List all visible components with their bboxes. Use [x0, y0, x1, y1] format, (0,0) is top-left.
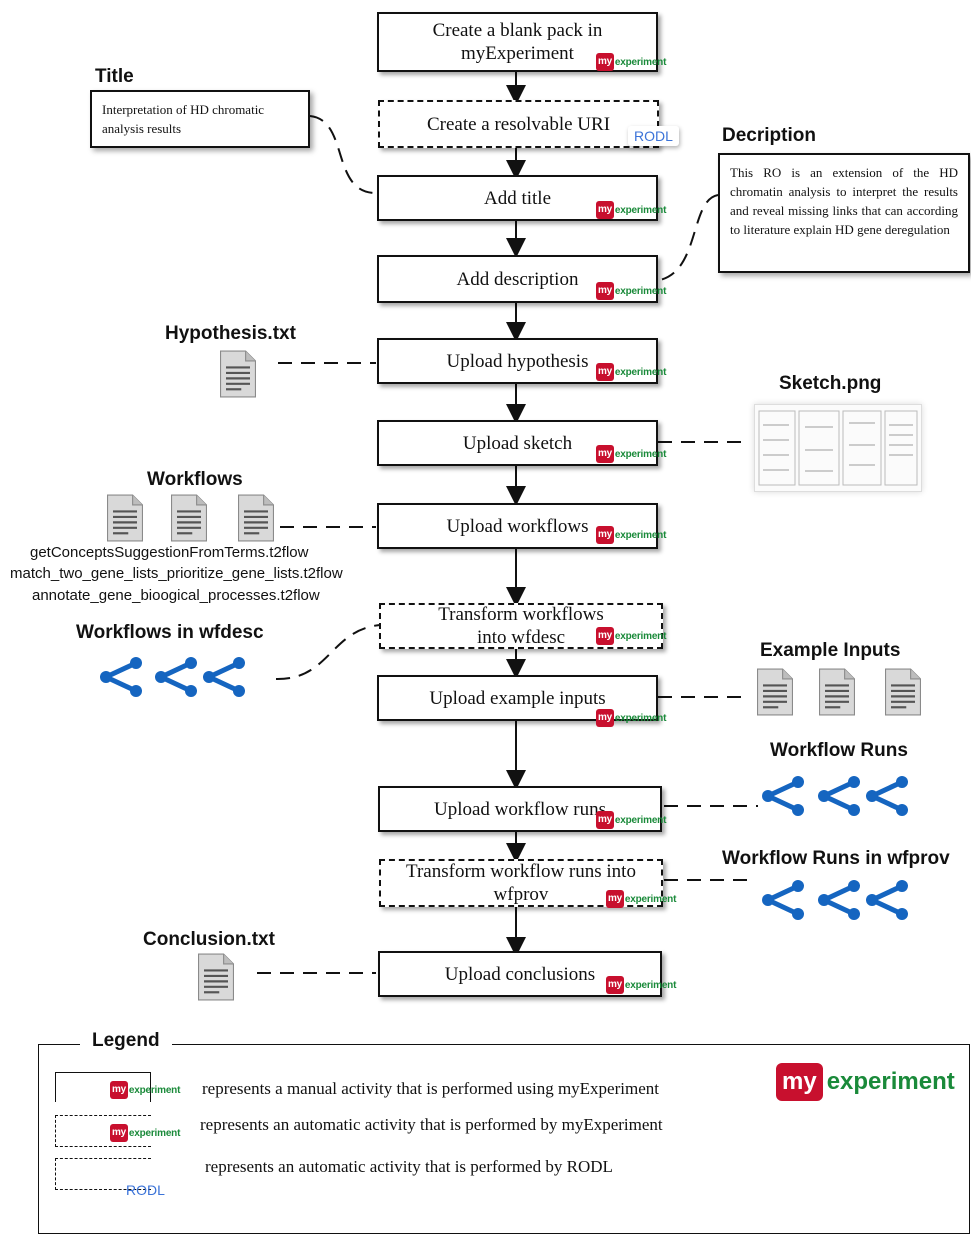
legend-item-auto-myexperiment: represents an automatic activity that is…: [200, 1115, 663, 1134]
workflows-label: Workflows: [147, 469, 243, 490]
workflow-file-name: annotate_gene_bioogical_processes.t2flow: [32, 587, 320, 604]
workflow-graph-icon: [203, 657, 245, 697]
legend-item-manual: represents a manual activity that is per…: [202, 1079, 659, 1098]
text-document-icon: [885, 668, 921, 716]
workflow-file-name: getConceptsSuggestionFromTerms.t2flow: [30, 544, 309, 561]
description-heading: Decription: [722, 125, 816, 146]
workflow-runs-label: Workflow Runs: [770, 740, 908, 761]
workflow-graph-icon: [866, 880, 908, 920]
description-note: This RO is an extension of the HD chroma…: [718, 153, 970, 273]
hypothesis-file-label: Hypothesis.txt: [165, 323, 296, 344]
step-label: Upload workflows: [446, 515, 589, 537]
text-document-icon: [220, 350, 256, 398]
workflow-graph-icon: [762, 880, 804, 920]
step-add-description: Add description: [377, 255, 658, 303]
step-transform-runs-wfprov: Transform workflow runs into wfprov: [379, 859, 663, 907]
legend-item-auto-rodl: represents an automatic activity that is…: [205, 1157, 613, 1176]
text-document-icon: [238, 494, 274, 542]
step-label: Upload example inputs: [429, 687, 606, 709]
step-label: Add title: [483, 187, 552, 209]
legend-title: Legend: [80, 1030, 172, 1052]
sketch-image-icon: [754, 404, 922, 492]
step-label: Upload hypothesis: [446, 350, 589, 372]
legend-auto-rodl-symbol: [55, 1158, 151, 1190]
sketch-file-label: Sketch.png: [779, 373, 882, 394]
step-label: Create a blank pack in myExperiment: [432, 20, 603, 64]
workflow-graph-icon: [100, 657, 142, 697]
step-add-title: Add title: [377, 175, 658, 221]
title-note: Interpretation of HD chromatic analysis …: [90, 90, 310, 148]
step-upload-workflow-runs: Upload workflow runs: [378, 786, 662, 832]
step-upload-conclusions: Upload conclusions: [378, 951, 662, 997]
text-document-icon: [819, 668, 855, 716]
step-label: Create a resolvable URI: [426, 113, 611, 135]
legend-manual-symbol: [55, 1072, 151, 1102]
step-label: Upload conclusions: [444, 963, 596, 985]
title-heading: Title: [95, 66, 134, 87]
workflow-file-name: match_two_gene_lists_prioritize_gene_lis…: [10, 565, 343, 582]
workflow-graph-icon: [155, 657, 197, 697]
step-label: Transform workflows into wfdesc: [438, 604, 604, 648]
conclusion-file-label: Conclusion.txt: [143, 929, 275, 950]
step-label: Upload workflow runs: [433, 798, 607, 820]
step-transform-workflows-wfdesc: Transform workflows into wfdesc: [379, 603, 663, 649]
text-document-icon: [198, 953, 234, 1001]
workflow-runs-wfprov-label: Workflow Runs in wfprov: [722, 848, 950, 869]
step-label: Transform workflow runs into wfprov: [406, 861, 636, 905]
step-label: Upload sketch: [462, 432, 573, 454]
step-label: Add description: [456, 268, 579, 290]
step-create-resolvable-uri: Create a resolvable URI: [378, 100, 659, 148]
rodl-tag: RODL: [628, 126, 679, 146]
text-document-icon: [757, 668, 793, 716]
workflows-wfdesc-label: Workflows in wfdesc: [76, 622, 264, 643]
text-document-icon: [171, 494, 207, 542]
legend-auto-myexp-symbol: [55, 1115, 151, 1147]
example-inputs-label: Example Inputs: [760, 640, 901, 661]
rodl-tag: RODL: [126, 1182, 165, 1198]
workflow-graph-icon: [818, 880, 860, 920]
workflow-graph-icon: [866, 776, 908, 816]
text-document-icon: [107, 494, 143, 542]
workflow-graph-icon: [762, 776, 804, 816]
workflow-graph-icon: [818, 776, 860, 816]
